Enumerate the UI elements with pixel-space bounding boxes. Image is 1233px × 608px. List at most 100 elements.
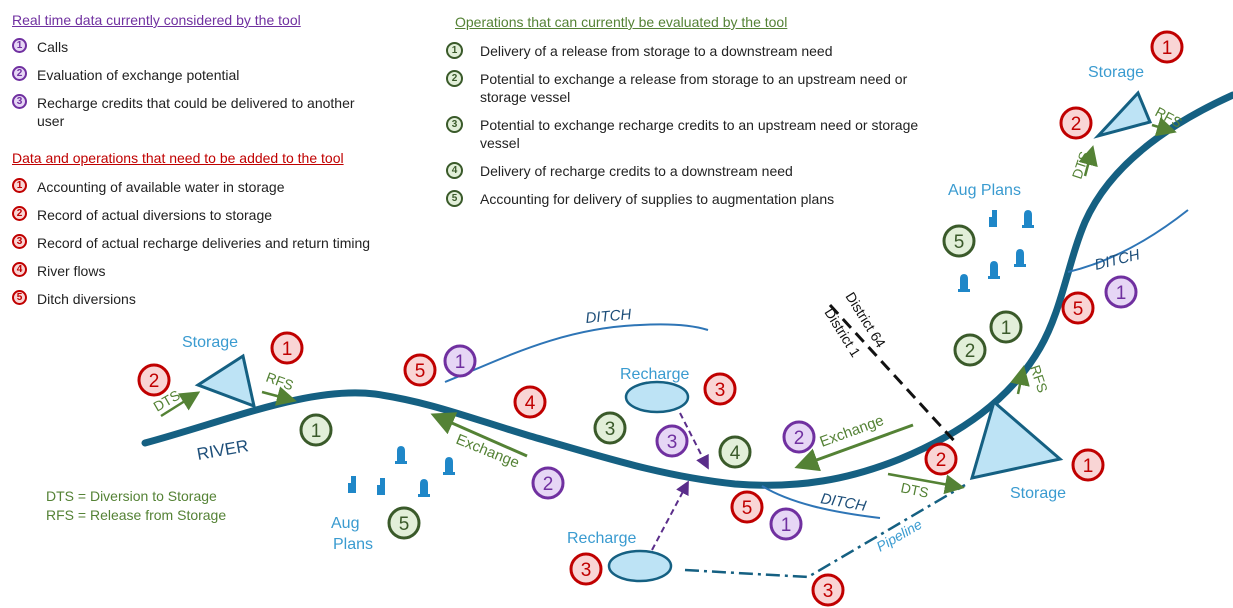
ditch-label-lower: DITCH <box>819 490 867 515</box>
svg-text:5: 5 <box>742 498 753 519</box>
ditch-lower <box>761 485 881 519</box>
recharge-arrow-up <box>651 480 689 551</box>
marker-purple-1: 1 <box>443 344 477 378</box>
river-label: RIVER <box>195 436 249 464</box>
marker-red-2-top: 2 <box>1059 106 1093 140</box>
recharge-label-bottom: Recharge <box>567 530 636 547</box>
ops-heading: Operations that can currently be evaluat… <box>455 14 788 30</box>
storage-top <box>1093 90 1153 139</box>
marker-red-3-pipeline: 3 <box>811 573 845 607</box>
recharge-label-middle: Recharge <box>620 366 689 383</box>
marker-green-3: 3 <box>593 411 627 445</box>
svg-text:4: 4 <box>730 443 741 464</box>
marker-red-2: 2 <box>137 363 171 397</box>
svg-text:2: 2 <box>965 341 976 362</box>
marker-purple-1-lower: 1 <box>769 507 803 541</box>
rfs-arrow-right <box>1010 365 1030 395</box>
marker-purple-2-right: 2 <box>782 420 816 454</box>
svg-text:1: 1 <box>1001 318 1012 339</box>
marker-red-1-top: 1 <box>1150 30 1184 64</box>
marker-green-5-left: 5 <box>387 506 421 540</box>
ditch-upper <box>444 323 709 383</box>
marker-red-5-right: 5 <box>1061 291 1095 325</box>
svg-text:3: 3 <box>715 380 726 401</box>
marker-red-4: 4 <box>513 385 547 419</box>
marker-purple-1-right: 1 <box>1104 275 1138 309</box>
legend-dts: DTS = Diversion to Storage <box>46 488 217 504</box>
svg-text:3: 3 <box>581 560 592 581</box>
svg-text:5: 5 <box>1073 299 1084 320</box>
plans-label-left: Plans <box>333 536 373 553</box>
aug-plans-left-icons <box>348 446 455 497</box>
svg-text:4: 4 <box>525 393 536 414</box>
svg-text:2: 2 <box>1071 114 1082 135</box>
ditch-right <box>1067 209 1189 273</box>
exchange-arrow-right <box>794 423 914 472</box>
svg-text:1: 1 <box>781 515 792 536</box>
legend-rfs: RFS = Release from Storage <box>46 507 227 523</box>
rfs-arrow-left <box>261 386 297 406</box>
dts-arrow-top <box>1078 145 1098 177</box>
ditch-label-upper: DITCH <box>585 306 632 327</box>
svg-text:5: 5 <box>399 514 410 535</box>
pipeline <box>684 483 966 579</box>
marker-purple-3: 3 <box>655 424 689 458</box>
rfs-arrow-top <box>1151 117 1177 137</box>
marker-green-4: 4 <box>718 435 752 469</box>
marker-red-5-lower: 5 <box>730 490 764 524</box>
ditch-label-right: DITCH <box>1093 246 1142 274</box>
exchange-arrow-left <box>430 412 528 458</box>
dts-label-top: DTS <box>1069 149 1093 181</box>
svg-text:2: 2 <box>936 450 947 471</box>
exchange-label-right: Exchange <box>818 412 887 451</box>
svg-text:2: 2 <box>149 371 160 392</box>
marker-red-1: 1 <box>270 331 304 365</box>
svg-text:1: 1 <box>311 421 322 442</box>
marker-purple-2-left: 2 <box>531 466 565 500</box>
storage-label-left: Storage <box>182 334 238 351</box>
marker-green-5-right: 5 <box>942 224 976 258</box>
dts-arrow-right <box>887 472 965 495</box>
svg-text:3: 3 <box>605 419 616 440</box>
svg-text:5: 5 <box>415 361 426 382</box>
svg-text:3: 3 <box>823 581 834 602</box>
svg-text:1: 1 <box>282 339 293 360</box>
recharge-middle <box>624 380 690 414</box>
svg-text:5: 5 <box>954 232 965 253</box>
marker-green-1-right: 1 <box>989 310 1023 344</box>
marker-red-1-right: 1 <box>1071 448 1105 482</box>
marker-red-3-bottom: 3 <box>569 552 603 586</box>
recharge-bottom <box>607 549 673 583</box>
realtime-heading: Real time data currently considered by t… <box>12 12 301 28</box>
marker-red-2-right: 2 <box>924 442 958 476</box>
dts-label-right: DTS <box>899 479 930 500</box>
marker-red-3-middle: 3 <box>703 372 737 406</box>
svg-text:3: 3 <box>667 432 678 453</box>
rfs-label-left: RFS <box>264 369 296 394</box>
aug-label-left: Aug <box>331 515 359 532</box>
dts-arrow-left <box>160 391 201 418</box>
svg-text:1: 1 <box>1083 456 1094 477</box>
pipeline-label: Pipeline <box>874 516 925 555</box>
storage-label-right: Storage <box>1010 485 1066 502</box>
aug-plans-label-right: Aug Plans <box>948 182 1021 199</box>
storage-label-top: Storage <box>1088 64 1144 81</box>
svg-text:2: 2 <box>794 428 805 449</box>
storage-left <box>194 353 257 409</box>
